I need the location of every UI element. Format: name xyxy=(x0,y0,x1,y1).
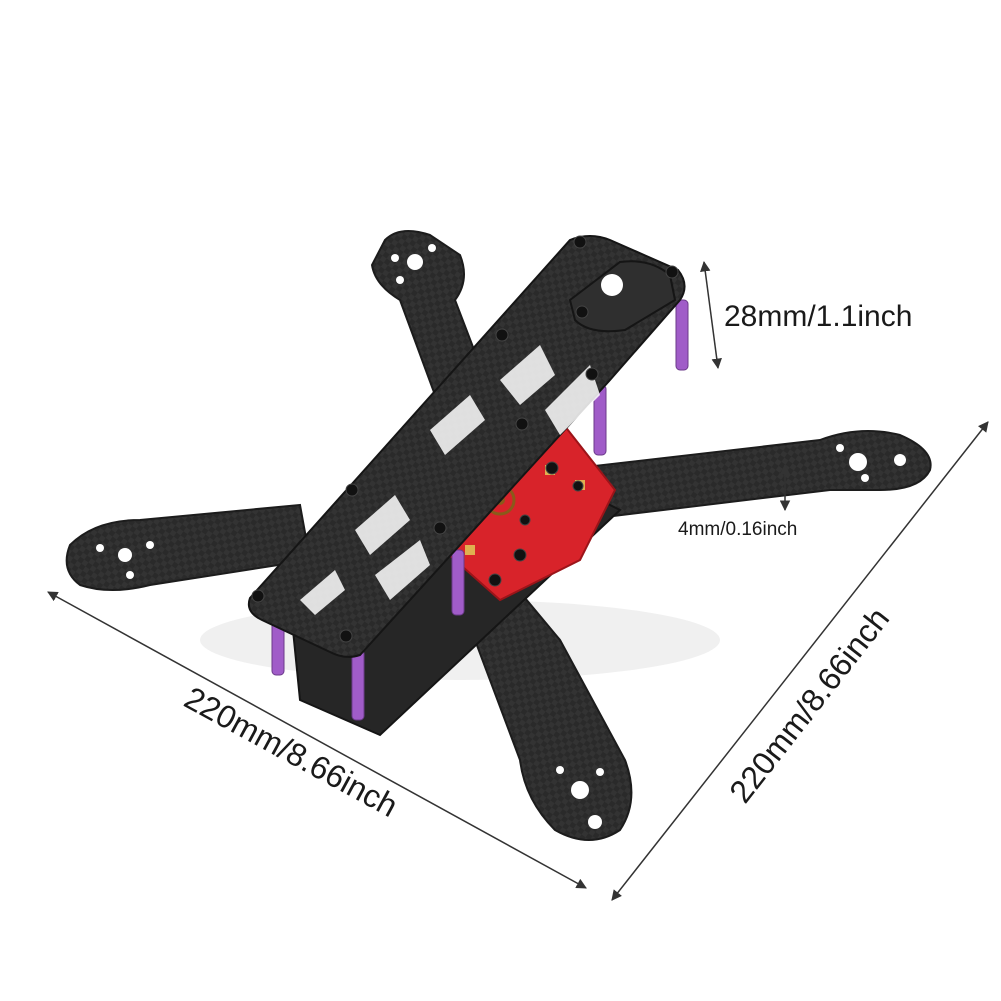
screw xyxy=(573,235,587,249)
motor-hole xyxy=(396,276,404,284)
motor-hole xyxy=(407,254,423,270)
cutout xyxy=(545,365,600,435)
height-arrow xyxy=(700,260,722,370)
motor-hole xyxy=(849,453,867,471)
screw xyxy=(515,417,529,431)
length-arrow xyxy=(47,591,587,889)
screw xyxy=(575,305,589,319)
motor-hole xyxy=(588,815,602,829)
screw xyxy=(251,589,265,603)
camera-mount-plate xyxy=(568,260,677,333)
standoff xyxy=(351,649,365,721)
arm-back-right xyxy=(558,430,932,522)
camera-mount-hole xyxy=(601,274,623,296)
motor-hole xyxy=(894,454,906,466)
motor-hole xyxy=(146,541,154,549)
cutout xyxy=(430,395,485,455)
screw xyxy=(433,521,447,535)
dimension-arrows xyxy=(47,260,989,901)
screw xyxy=(585,367,599,381)
screw xyxy=(519,514,531,526)
cutout xyxy=(375,540,430,600)
motor-hole xyxy=(596,768,604,776)
motor-hole xyxy=(861,474,869,482)
screw xyxy=(545,461,559,475)
screw xyxy=(488,573,502,587)
motor-hole xyxy=(126,571,134,579)
motor-hole xyxy=(836,444,844,452)
pdb-pad xyxy=(465,545,475,555)
cutout xyxy=(355,495,410,555)
screw xyxy=(339,629,353,643)
screw xyxy=(665,265,679,279)
motor-hole xyxy=(391,254,399,262)
standoff xyxy=(451,549,465,616)
cutout xyxy=(500,345,555,405)
standoff xyxy=(675,299,689,371)
motor-hole xyxy=(428,244,436,252)
screw xyxy=(513,548,527,562)
arm-front-left xyxy=(65,503,312,591)
motor-hole xyxy=(96,544,104,552)
height-label: 28mm/1.1inch xyxy=(724,300,912,333)
screw xyxy=(572,480,584,492)
motor-hole xyxy=(571,781,589,799)
motor-hole xyxy=(118,548,132,562)
plate-thickness-label: 4mm/0.16inch xyxy=(678,519,797,540)
screw xyxy=(495,328,509,342)
width-label: 220mm/8.66inch xyxy=(722,601,896,810)
width-arrow xyxy=(611,421,989,901)
screw xyxy=(345,483,359,497)
motor-hole xyxy=(556,766,564,774)
